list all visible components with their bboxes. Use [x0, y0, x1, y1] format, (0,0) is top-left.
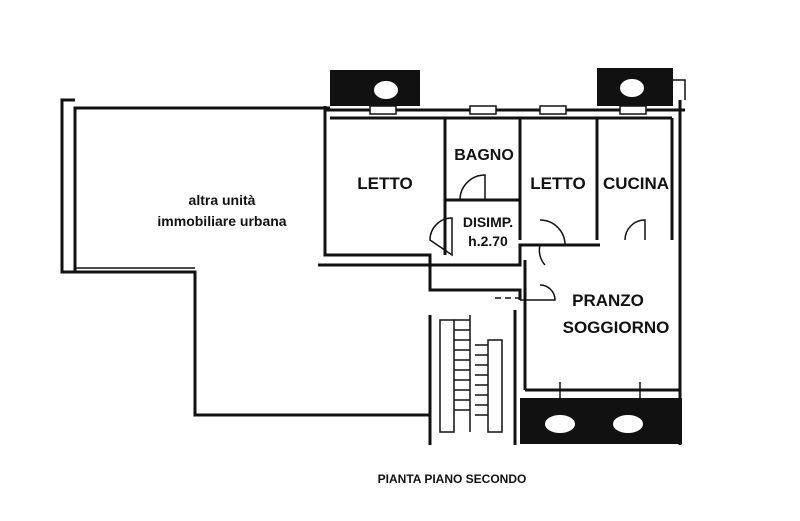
neighbor-unit-label-2: immobiliare urbana: [157, 213, 286, 229]
door-swings: [429, 174, 646, 301]
bottom-balcony: [520, 382, 682, 444]
room-label-bagno: BAGNO: [454, 147, 514, 164]
apartment-walls: [318, 100, 685, 445]
room-label-pranzo: PRANZO: [572, 291, 644, 310]
room-label-soggiorno: SOGGIORNO: [563, 318, 670, 337]
room-label-cucina: CUCINA: [603, 174, 669, 193]
room-label-disimpegno: DISIMP.: [463, 214, 513, 230]
plan-caption: PIANTA PIANO SECONDO: [378, 472, 527, 486]
ceiling-height-label: h.2.70: [468, 233, 508, 249]
neighbor-unit-outline: [60, 98, 430, 417]
top-balcony-right: [597, 68, 686, 106]
staircase: [439, 315, 503, 433]
neighbor-unit-label-1: altra unità: [189, 192, 256, 208]
room-label-letto-2: LETTO: [530, 174, 585, 193]
top-balcony-left: [330, 70, 420, 106]
room-label-letto-1: LETTO: [357, 174, 412, 193]
